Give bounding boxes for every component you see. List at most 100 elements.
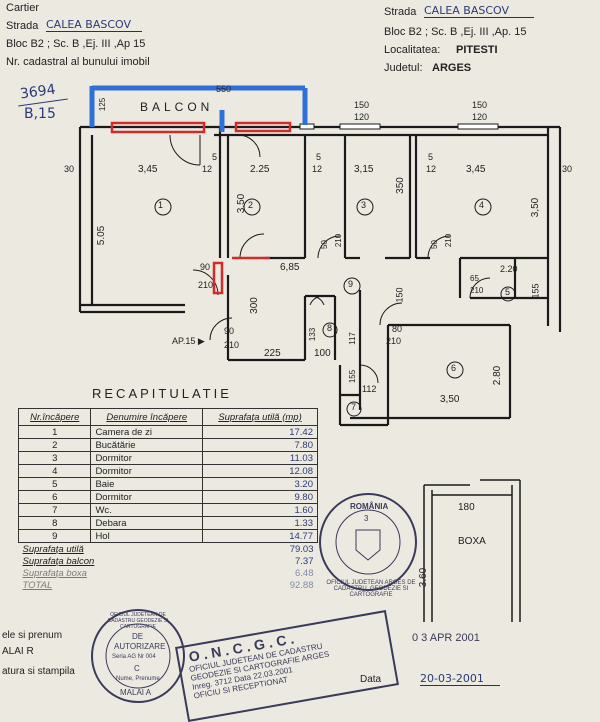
dim-112: 112 xyxy=(362,384,377,394)
total-row: Suprafaţa utilă 79.03 xyxy=(19,543,318,556)
strada-value-right: CALEA BASCOV xyxy=(424,4,534,18)
room-2-label: 2 xyxy=(248,200,254,210)
room-name: Camera de zi xyxy=(90,425,204,439)
auth-line4: C xyxy=(134,664,140,673)
door-90b: 90 xyxy=(224,326,235,336)
room-name: Debara xyxy=(90,516,204,530)
auth-line2: AUTORIZARE xyxy=(114,642,166,651)
authorization-seal xyxy=(91,609,185,703)
dim-30-left: 30 xyxy=(64,164,75,174)
recap-table: Nr.încăpere Denumire încăpere Suprafaţa … xyxy=(17,408,318,591)
floor-plan xyxy=(78,85,562,622)
judetul-label: Judetul: xyxy=(384,62,423,74)
room-4-label: 4 xyxy=(479,200,485,210)
room-area: 12.08 xyxy=(202,464,318,478)
dim-5c: 5 xyxy=(428,152,434,162)
room-area: 7.80 xyxy=(202,438,318,452)
auth-line1: DE xyxy=(132,632,144,641)
bloc-line-left: Bloc B2 ; Sc. B ,Ej. III ,Ap 15 xyxy=(6,38,146,50)
dim-room6-width: 3,50 xyxy=(440,394,460,405)
judetul-value: ARGES xyxy=(432,62,472,74)
room-nr: 6 xyxy=(17,490,92,504)
room-8-label: 8 xyxy=(327,323,333,333)
room-area: 3.20 xyxy=(202,477,318,491)
total-label: Suprafaţa boxa xyxy=(22,567,87,579)
room-name: Bucătărie xyxy=(90,438,204,452)
recap-col-area: Suprafaţa utilă (mp) xyxy=(202,408,318,426)
dim-120a: 120 xyxy=(354,112,370,122)
auth-line3: Seria AG Nr 004 xyxy=(112,654,156,660)
plan-doors xyxy=(169,134,491,384)
dim-120b: 120 xyxy=(472,112,488,122)
dim-100: 100 xyxy=(314,348,331,359)
dim-350-room3: 350 xyxy=(394,177,406,194)
door-50b: 50 xyxy=(429,240,439,249)
plan-windows xyxy=(299,123,499,130)
dim-550: 550 xyxy=(216,84,232,94)
localitatea-label: Localitatea: xyxy=(384,44,441,56)
cartier-label: Cartier xyxy=(6,2,40,14)
total-value: 79.03 xyxy=(289,543,314,555)
total-value: 6.48 xyxy=(295,567,314,579)
room-nr: 5 xyxy=(17,477,92,491)
room-6-label: 6 xyxy=(451,363,457,373)
room-nr: 2 xyxy=(17,438,92,452)
total-value: 7.37 xyxy=(295,555,314,567)
dim-155: 155 xyxy=(530,283,541,299)
recap-col-name: Denumire încăpere xyxy=(90,408,204,426)
room-markers xyxy=(154,198,516,417)
dim-117: 117 xyxy=(347,332,357,345)
room-5-label: 5 xyxy=(505,287,511,297)
apartment-label: AP.15 ▶ xyxy=(172,336,205,346)
dim-12a: 12 xyxy=(202,164,213,174)
date-stamp: 0 3 APR 2001 xyxy=(412,632,480,644)
red-highlights xyxy=(110,121,292,295)
dim-350-room2: 3.50 xyxy=(236,193,248,214)
dim-150: 150 xyxy=(394,287,405,303)
balcony-outline xyxy=(89,85,308,132)
recap-col-nr: Nr.încăpere xyxy=(17,408,92,426)
strada-value-left: CALEA BASCOV xyxy=(46,18,142,32)
room-nr: 1 xyxy=(17,425,92,439)
door-210a: 210 xyxy=(198,280,214,290)
dim-room1-width: 3,45 xyxy=(138,164,158,175)
room-3-label: 3 xyxy=(361,200,367,210)
dim-room2-width: 2.25 xyxy=(250,164,270,175)
bloc-line-right: Bloc B2 ; Sc. B ,Ej. III ,Ap. 15 xyxy=(384,26,527,38)
total-value: 92.88 xyxy=(289,579,314,591)
boxa-width: 180 xyxy=(458,502,475,513)
total-label: Suprafaţa balcon xyxy=(22,555,95,567)
dim-505: 5.05 xyxy=(96,225,108,246)
room-area: 11.03 xyxy=(202,451,318,465)
data-value: 20-03-2001 xyxy=(420,672,500,686)
balcon-label: BALCON xyxy=(140,100,214,114)
recap-title: RECAPITULATIE xyxy=(92,386,232,401)
strada-label-right: Strada xyxy=(384,6,417,18)
total-row: Suprafaţa balcon 7.37 xyxy=(19,555,318,567)
localitatea-value: PITESTI xyxy=(456,44,498,56)
door-50a: 50 xyxy=(319,240,329,249)
door-210b: 210 xyxy=(470,286,484,295)
total-label: Suprafaţa utilă xyxy=(22,543,84,555)
dim-hol-length: 6,85 xyxy=(280,262,300,273)
door-65: 65 xyxy=(470,274,479,283)
door-90a: 90 xyxy=(200,262,211,272)
door-210c: 210 xyxy=(224,340,240,350)
dim-225: 225 xyxy=(264,348,281,359)
room-nr: 7 xyxy=(17,503,92,517)
dim-220: 2.20 xyxy=(500,264,518,274)
dim-350-room4: 3,50 xyxy=(530,197,542,218)
room-9-label: 9 xyxy=(348,279,354,289)
room-name: Dormitor xyxy=(90,451,204,465)
seal-number: 3 xyxy=(364,514,369,523)
room-name: Wc. xyxy=(90,503,204,517)
